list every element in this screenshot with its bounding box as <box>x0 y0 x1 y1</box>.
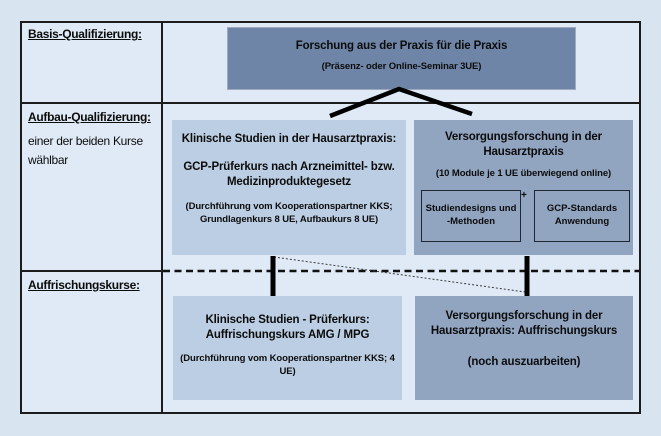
row-sublabel-kurse-waehlbar: einer der beiden Kurse wählbar <box>28 134 143 167</box>
care-research-title: Versorgungsforschung in der Hausarztprax… <box>414 130 633 160</box>
care-research-note: (10 Module je 1 UE überwiegend online) <box>435 167 612 179</box>
module-box-gcp-standards: GCP-Standards Anwendung <box>534 190 630 242</box>
refresher-clinical-title: Klinische Studien - Prüferkurs: Auffrisc… <box>173 313 402 343</box>
basis-box-title: Forschung aus der Praxis für die Praxis <box>295 40 508 52</box>
clinical-studies-note: (Durchführung vom Kooperationspartner KK… <box>178 201 400 227</box>
refresher-clinical-title-line2: Auffrischungskurs AMG / MPG <box>205 328 370 341</box>
refresher-care-title-line1: Versorgungsforschung in der <box>445 310 603 322</box>
column-divider <box>161 21 163 414</box>
refresher-care-title: Versorgungsforschung in der Hausarztprax… <box>415 309 633 339</box>
row-label-basis-qualifizierung: Basis-Qualifizierung: <box>28 27 142 41</box>
refresher-care-box: Versorgungsforschung in der Hausarztprax… <box>415 296 633 400</box>
module-gcp-line1: GCP-Standards <box>546 203 618 215</box>
module-gcp-line2: Anwendung <box>554 216 610 227</box>
clinical-studies-note-line2: Grundlagenkurs 8 UE, Aufbaukurs 8 UE) <box>199 213 379 225</box>
clinical-studies-title: Klinische Studien in der Hausarztpraxis: <box>181 133 397 145</box>
clinical-studies-body-line1: GCP-Prüferkurs nach Arzneimittel- bzw. <box>183 160 395 173</box>
clinical-studies-body-line2: Medizinproduktegesetz <box>226 175 351 188</box>
row-label-auffrischungskurse: Auffrischungskurse: <box>28 278 140 292</box>
module-studiendesigns-line1: Studiendesigns und <box>425 203 517 215</box>
basis-box: Forschung aus der Praxis für die Praxis … <box>227 27 576 90</box>
clinical-studies-note-line1: (Durchführung vom Kooperationspartner KK… <box>185 200 393 212</box>
plus-sign: + <box>521 190 527 201</box>
module-box-studiendesigns: Studiendesigns und -Methoden <box>421 190 521 242</box>
refresher-clinical-box: Klinische Studien - Prüferkurs: Auffrisc… <box>173 296 402 400</box>
clinical-studies-body: GCP-Prüferkurs nach Arzneimittel- bzw. M… <box>178 160 400 190</box>
care-research-title-line2: Hausarztpraxis <box>483 145 564 158</box>
module-studiendesigns-line2: -Methoden <box>446 216 496 227</box>
row-divider-auffrischung-left <box>20 270 162 272</box>
basis-box-subtitle: (Präsenz- oder Online-Seminar 3UE) <box>321 60 482 72</box>
refresher-care-note: (noch auszuarbeiten) <box>467 355 581 368</box>
care-research-box: Versorgungsforschung in der Hausarztprax… <box>414 120 633 255</box>
row-label-aufbau-qualifizierung: Aufbau-Qualifizierung: <box>28 110 151 124</box>
refresher-clinical-title-line1: Klinische Studien - Prüferkurs: <box>205 314 370 326</box>
refresher-clinical-note: (Durchführung vom Kooperationspartner KK… <box>180 352 395 377</box>
care-research-title-line1: Versorgungsforschung in der <box>445 131 602 143</box>
clinical-studies-box: Klinische Studien in der Hausarztpraxis:… <box>172 120 406 255</box>
row-divider-basis-aufbau <box>20 102 639 104</box>
refresher-care-title-line2: Hausarztpraxis: Auffrischungskurs <box>430 324 618 337</box>
